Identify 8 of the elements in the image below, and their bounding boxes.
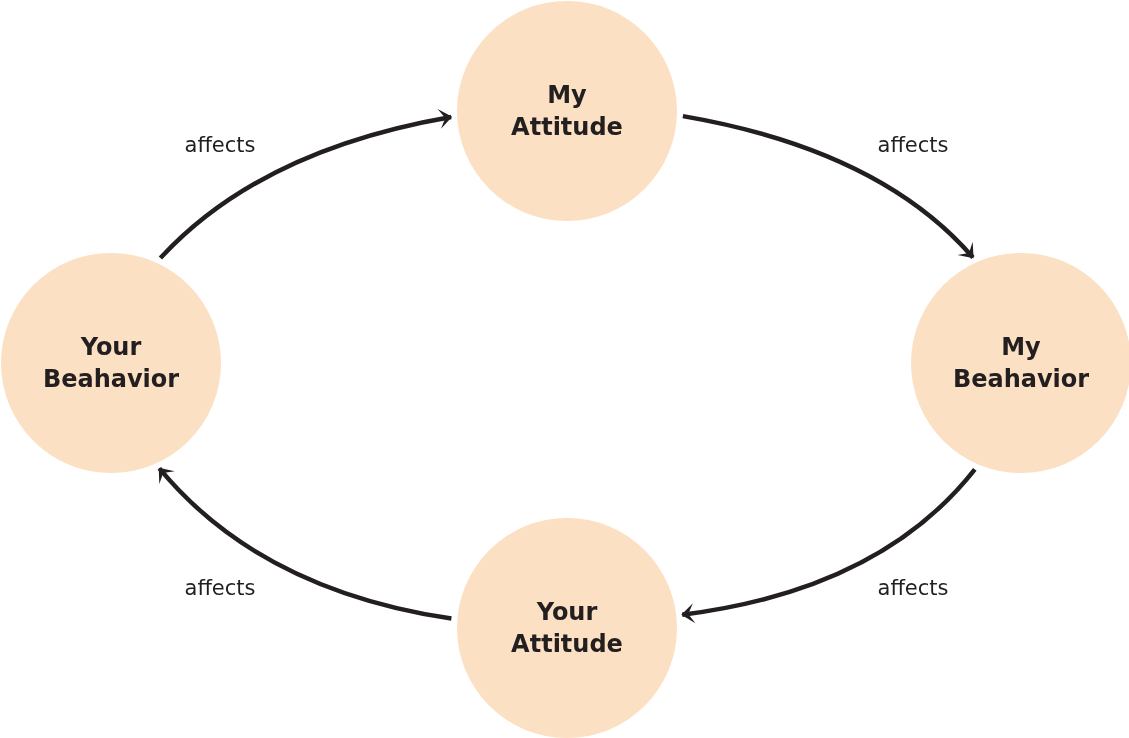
curved-arrow xyxy=(681,467,977,623)
node-label: My Attitude xyxy=(510,80,624,143)
curved-arrow xyxy=(157,466,452,621)
node-label: Your Attitude xyxy=(510,597,624,660)
node-label: My Beahavior xyxy=(951,332,1091,395)
curved-arrow xyxy=(158,109,453,260)
curved-arrow xyxy=(682,113,975,259)
node-label: Your Beahavior xyxy=(41,332,181,395)
